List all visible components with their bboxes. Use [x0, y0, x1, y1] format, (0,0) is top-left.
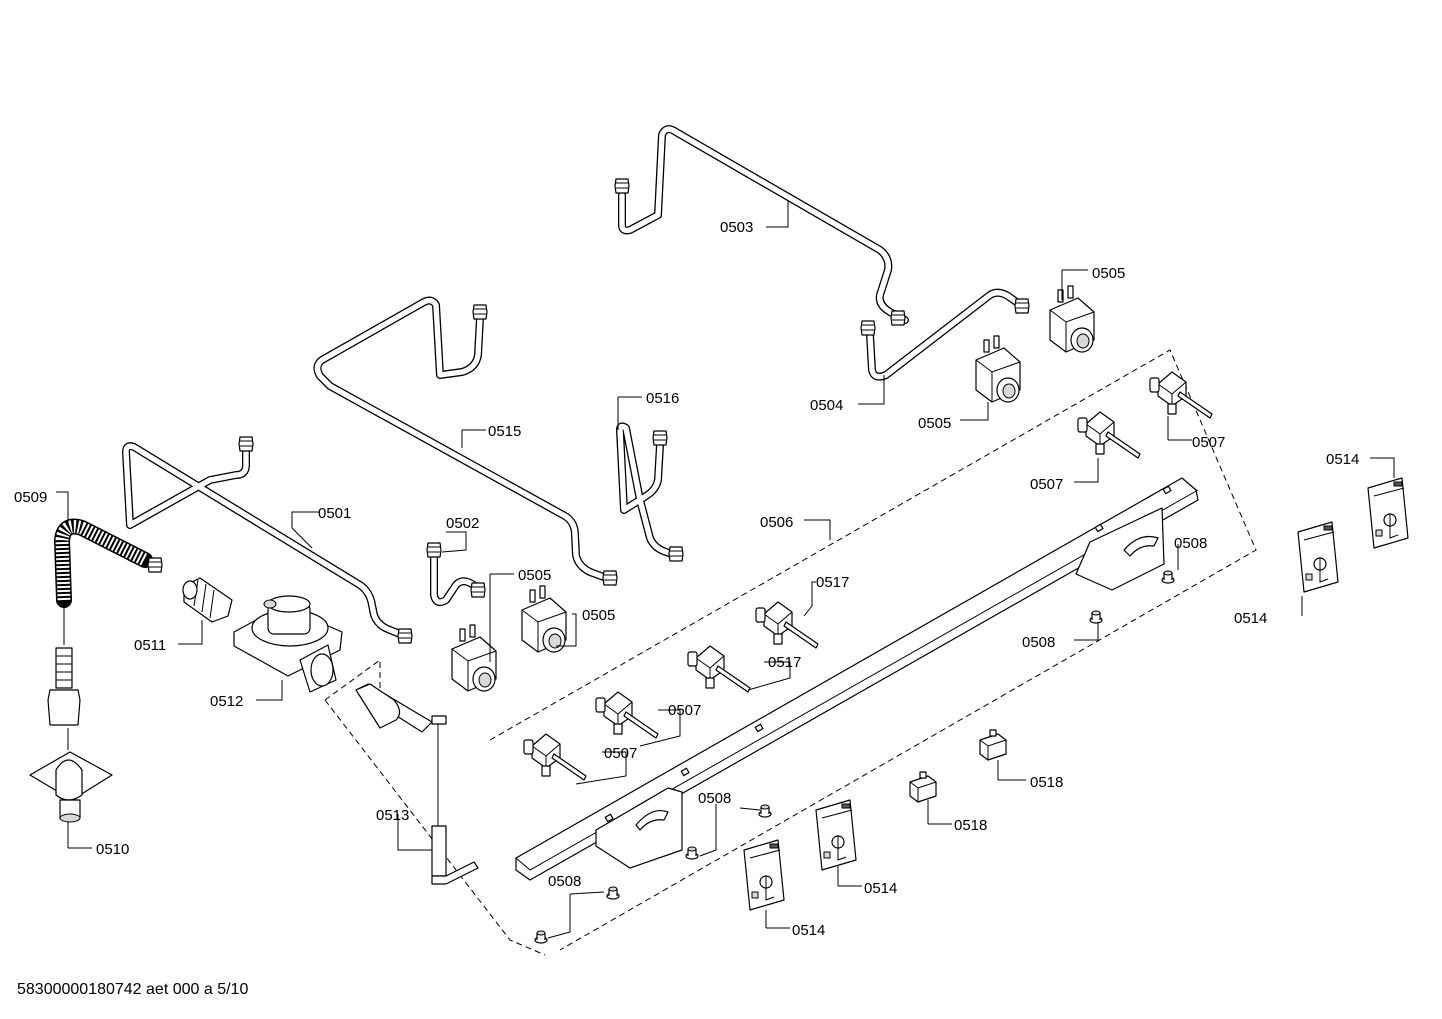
- assembly-outline-front: [324, 659, 546, 956]
- gas-inlet-adapter-0510: [29, 728, 113, 823]
- label-0515: 0515: [488, 423, 521, 440]
- screw-0508-c: [685, 846, 699, 860]
- label-0503: 0503: [720, 219, 753, 236]
- label-0514-b: 0514: [864, 880, 897, 897]
- label-0516: 0516: [646, 390, 679, 407]
- label-0501: 0501: [318, 505, 351, 522]
- pressure-regulator-0512: [233, 595, 343, 693]
- label-0506: 0506: [760, 514, 793, 531]
- spark-module-0514-d: [1367, 477, 1409, 549]
- union-fitting-0511: [182, 577, 233, 623]
- valve-0505-d: [1049, 285, 1095, 353]
- label-0511: 0511: [134, 637, 166, 654]
- gas-pipe-0503: [614, 125, 909, 326]
- label-0512: 0512: [210, 693, 243, 710]
- label-0517-b: 0517: [768, 654, 801, 671]
- screw-0508-a: [534, 930, 548, 944]
- label-0507-a: 0507: [668, 702, 701, 719]
- thermostat-0507-c: [1077, 411, 1141, 459]
- label-0508-d: 0508: [1174, 535, 1207, 552]
- label-0514-a: 0514: [792, 922, 825, 939]
- label-0517-a: 0517: [816, 574, 849, 591]
- thermostat-0517-b: [755, 601, 819, 649]
- label-0505-b: 0505: [582, 607, 615, 624]
- thermostat-0507-a: [523, 733, 587, 781]
- label-0508-c: 0508: [1022, 634, 1055, 651]
- thermostat-0507-d: [1149, 371, 1213, 419]
- label-0502: 0502: [446, 515, 479, 532]
- label-0513: 0513: [376, 807, 409, 824]
- gas-pipe-0504: [860, 288, 1030, 381]
- gas-pipe-0501: [122, 436, 413, 644]
- thermostat-0507-b: [595, 691, 659, 739]
- micro-switch-0518-b: [979, 729, 1007, 761]
- label-0507-c: 0507: [1030, 476, 1063, 493]
- valve-0505-a: [451, 624, 497, 692]
- label-0504: 0504: [810, 397, 843, 414]
- screw-0508-d: [758, 804, 772, 818]
- label-0514-d: 0514: [1326, 451, 1359, 468]
- gas-manifold-0506: [515, 477, 1199, 881]
- valve-0505-c: [975, 335, 1021, 403]
- label-0505-c: 0505: [918, 415, 951, 432]
- label-0518-b: 0518: [1030, 774, 1063, 791]
- label-0514-c: 0514: [1234, 610, 1267, 627]
- label-0510: 0510: [96, 841, 129, 858]
- label-0508-a: 0508: [698, 790, 731, 807]
- label-0518-a: 0518: [954, 817, 987, 834]
- gas-pipe-0515: [313, 296, 618, 586]
- leader-lines: [56, 200, 1395, 939]
- spark-module-0514-b: [815, 799, 857, 871]
- label-0508-b: 0508: [548, 873, 581, 890]
- label-0507-d: 0507: [1192, 434, 1225, 451]
- micro-switch-0518-a: [909, 771, 937, 803]
- spark-module-0514-a: [743, 839, 785, 911]
- label-0509: 0509: [14, 489, 47, 506]
- valve-0505-b: [521, 585, 567, 653]
- label-0507-b: 0507: [604, 745, 637, 762]
- gas-pipe-0502: [426, 542, 486, 607]
- gas-pipe-0516: [616, 422, 684, 562]
- label-0505-a: 0505: [518, 567, 551, 584]
- spark-module-0514-c: [1297, 521, 1339, 593]
- thermostat-0517-a: [687, 645, 751, 693]
- label-0505-d: 0505: [1092, 265, 1125, 282]
- assembly-outline-rear: [489, 349, 1257, 951]
- screw-0508-f: [1161, 570, 1175, 584]
- screw-0508-b: [606, 886, 620, 900]
- flex-hose-0509: [47, 518, 163, 726]
- bracket-0513: [355, 683, 479, 885]
- drawing-reference-number: 58300000180742 aet 000 a 5/10: [17, 981, 249, 998]
- screw-0508-e: [1089, 610, 1103, 624]
